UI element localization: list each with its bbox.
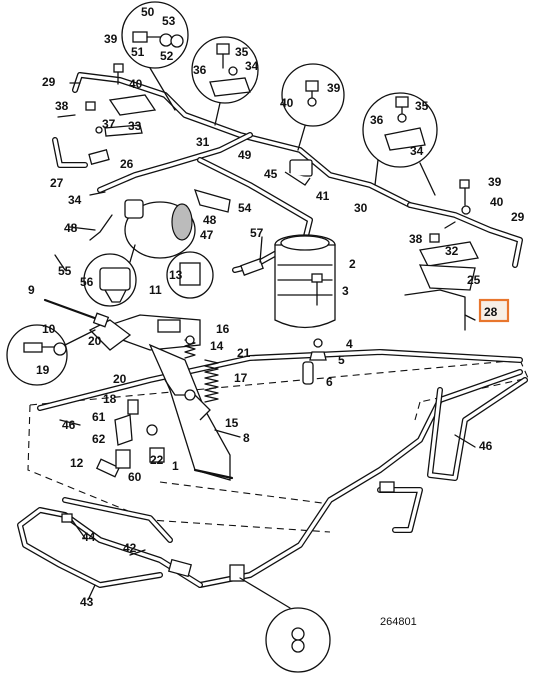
callout-16: 16 [216,322,230,336]
callout-34: 34 [245,59,259,73]
callout-35: 35 [235,45,249,59]
callout-19: 19 [36,363,50,377]
callout-52: 52 [160,49,174,63]
callout-25: 25 [467,273,481,287]
callout-30: 30 [354,201,368,215]
callout-13: 13 [169,268,183,282]
callout-8: 8 [243,431,250,445]
callout-40: 40 [129,77,143,91]
callout-40: 40 [490,195,504,209]
callout-33: 33 [128,119,142,133]
callout-5: 5 [338,353,345,367]
callout-53: 53 [162,14,176,28]
callout-46: 46 [62,418,76,432]
callout-21: 21 [237,346,251,360]
callout-39: 39 [104,32,118,46]
drawing-number: 264801 [380,616,417,628]
callout-55: 55 [58,264,72,278]
pedal-assembly [88,314,234,481]
callout-3: 3 [342,284,349,298]
brake-pipe-run [17,349,528,588]
callout-41: 41 [316,189,330,203]
callout-48: 48 [64,221,78,235]
callout-45: 45 [264,167,278,181]
callout-12: 12 [70,456,84,470]
callout-6: 6 [326,375,333,389]
callout-32: 32 [445,244,459,258]
callout-11: 11 [149,283,162,297]
callout-38: 38 [409,232,423,246]
callout-40: 40 [280,96,294,110]
callout-15: 15 [225,416,239,430]
callout-36: 36 [193,63,207,77]
callout-20: 20 [88,334,102,348]
upper-pipes [52,72,523,273]
callout-42: 42 [123,541,137,555]
callout-38: 38 [55,99,69,113]
callout-39: 39 [327,81,341,95]
callout-14: 14 [210,339,224,353]
callout-31: 31 [196,135,210,149]
callout-17: 17 [234,371,248,385]
callout-29: 29 [42,75,56,89]
callout-54: 54 [238,201,252,215]
callout-10: 10 [42,322,56,336]
callout-48: 48 [203,213,217,227]
callout-36: 36 [370,113,384,127]
callout-43: 43 [80,595,94,609]
callout-51: 51 [131,45,145,59]
callout-61: 61 [92,410,106,424]
callout-37: 37 [102,117,116,131]
callout-39: 39 [488,175,502,189]
callout-56: 56 [80,275,94,289]
callout-34: 34 [410,144,424,158]
callout-35: 35 [415,99,429,113]
callout-60: 60 [128,470,142,484]
callout-9: 9 [28,283,35,297]
callout-62: 62 [92,432,106,446]
callout-46: 46 [479,439,493,453]
callout-44: 44 [82,530,96,544]
callout-27: 27 [50,176,64,190]
small-parts [23,31,479,582]
callout-18: 18 [103,392,117,406]
callout-47: 47 [200,228,214,242]
callout-1: 1 [172,459,179,473]
brake-servo [89,199,196,259]
callout-57: 57 [250,226,264,240]
springs [184,339,219,403]
highlight-box [478,298,510,323]
callout-34: 34 [68,193,82,207]
callout-49: 49 [238,148,252,162]
callout-22: 22 [150,453,164,467]
callout-2: 2 [349,257,356,271]
callout-26: 26 [120,157,134,171]
callout-20: 20 [113,372,127,386]
detail-circles [6,1,438,673]
callout-28: 28 [484,305,498,319]
reservoir [274,234,336,329]
callout-29: 29 [511,210,525,224]
callout-4: 4 [346,337,353,351]
callout-50: 50 [141,5,155,19]
leader-lines [54,82,476,601]
